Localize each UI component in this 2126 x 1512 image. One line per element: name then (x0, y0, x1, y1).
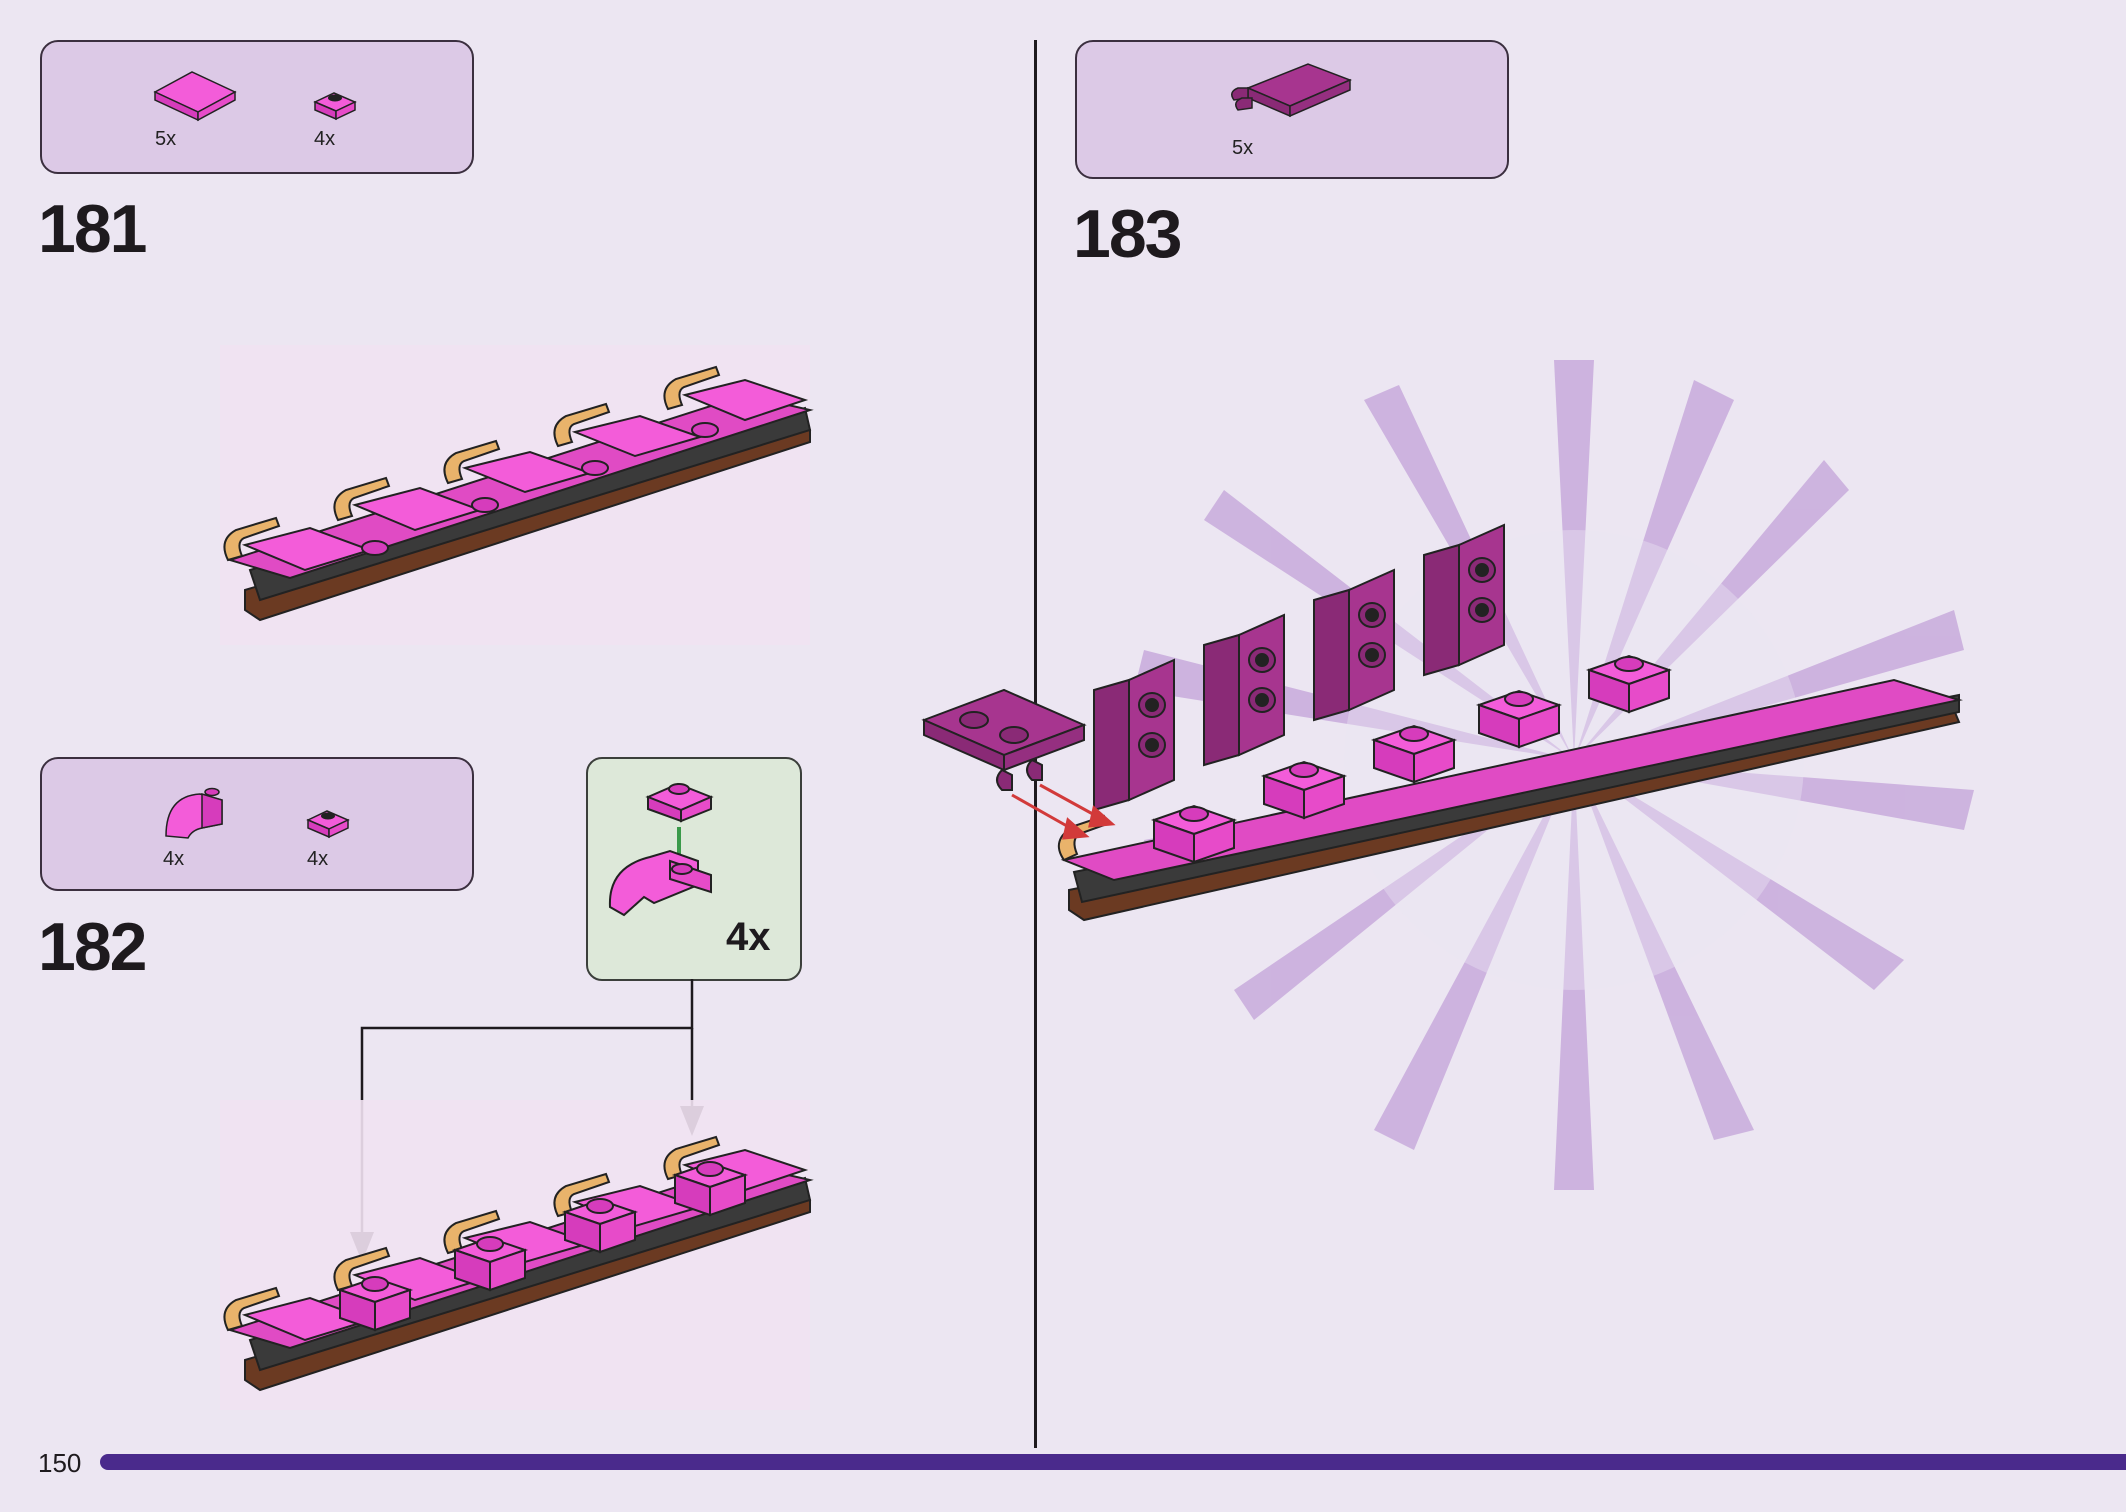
page-number: 150 (38, 1448, 82, 1478)
pink-plate-1x1-icon (306, 810, 350, 839)
step-181-parts-box (40, 40, 474, 174)
part-qty: 4x (314, 128, 336, 150)
step-number: 181 (38, 191, 147, 267)
pink-curved-slope-icon (165, 787, 223, 839)
step-182-parts-box (40, 757, 474, 891)
pink-tile-2x2-icon (153, 71, 237, 122)
magenta-plate-with-clips-icon (1231, 63, 1352, 118)
step-number: 182 (38, 909, 147, 985)
step-182-assembly-illustration (220, 1100, 814, 1410)
callout-quantity: 4x (726, 915, 771, 959)
pink-plate-1x1-icon (313, 92, 357, 121)
page-progress-bar (100, 1454, 2126, 1470)
step-number: 183 (1073, 196, 1182, 272)
step-181-assembly-illustration (220, 345, 814, 645)
part-qty: 5x (1232, 137, 1254, 159)
part-qty: 5x (155, 128, 177, 150)
part-qty: 4x (307, 848, 329, 870)
step-183-assembly-illustration (921, 360, 1974, 1190)
part-qty: 4x (163, 848, 185, 870)
sub-assembly-illustration (608, 782, 714, 917)
